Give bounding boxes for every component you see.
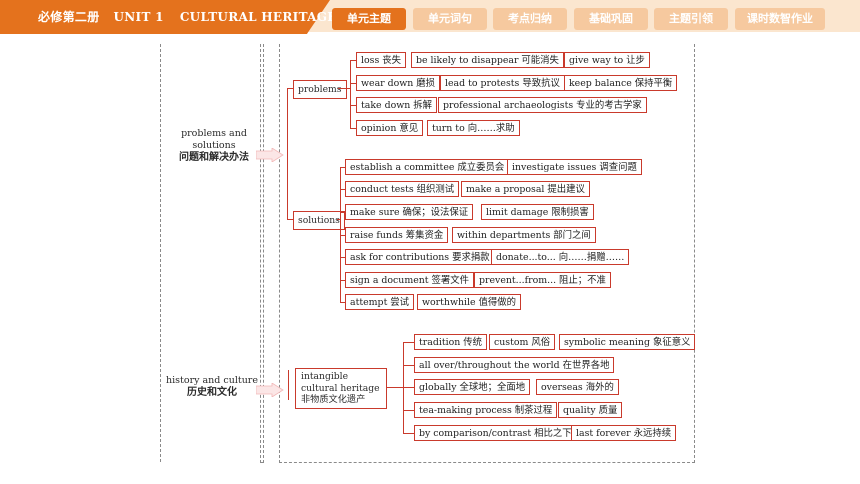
term-box: globally 全球地；全面地 [414, 379, 531, 395]
tree-connector [340, 302, 345, 303]
tab-theme-guide[interactable]: 主题引领 [654, 8, 728, 30]
tree-connector [350, 60, 356, 61]
term-box: lead to protests 导致抗议 [440, 75, 565, 91]
tree-connector [340, 235, 345, 236]
term-box: conduct tests 组织测试 [345, 181, 460, 197]
category-zh: 问题和解决办法 [179, 152, 249, 163]
tree-connector [403, 342, 414, 343]
term-box: opinion 意见 [356, 120, 424, 136]
tree-connector [403, 433, 414, 434]
term-box: quality 质量 [558, 402, 623, 418]
term-box: loss 丧失 [356, 52, 406, 68]
term-box: sign a document 签署文件 [345, 272, 475, 288]
term-box: all over/throughout the world 在世界各地 [414, 357, 615, 373]
group-label-problems: problems [293, 80, 347, 99]
tree-connector [340, 280, 345, 281]
tree-connector [340, 167, 345, 168]
tree-connector [287, 88, 293, 89]
term-box: donate...to... 向……捐赠…… [491, 249, 630, 265]
tree-connector [350, 83, 356, 84]
arrow-right-icon [256, 148, 284, 162]
term-box: overseas 海外的 [536, 379, 619, 395]
header-title: 必修第二册 UNIT 1 CULTURAL HERITAGE [38, 8, 337, 25]
tree-connector [340, 257, 345, 258]
tree-connector [350, 128, 356, 129]
tree-branch [350, 60, 351, 128]
category-zh: 历史和文化 [187, 387, 237, 398]
term-box: make a proposal 提出建议 [461, 181, 590, 197]
category-problems-solutions: problems and solutions 问题和解决办法 [168, 128, 260, 164]
term-box: give way to 让步 [564, 52, 650, 68]
tree-connector [340, 189, 345, 190]
term-box: by comparison/contrast 相比之下 [414, 425, 577, 441]
term-box: take down 拆解 [356, 97, 438, 113]
group-label-zh: 非物质文化遗产 [301, 394, 366, 405]
tree-branch [288, 370, 289, 400]
term-box: symbolic meaning 象征意义 [559, 334, 696, 350]
term-box: professional archaeologists 专业的考古学家 [438, 97, 647, 113]
term-box: turn to 向……求助 [427, 120, 520, 136]
tab-homework[interactable]: 课时数智作业 [735, 8, 825, 30]
tab-unit-words[interactable]: 单元词句 [413, 8, 487, 30]
tree-connector [337, 219, 340, 220]
left-dashed-line [160, 44, 161, 462]
category-history-culture: history and culture 历史和文化 [166, 375, 258, 399]
tree-connector [338, 88, 350, 89]
tree-connector [287, 219, 293, 220]
term-box: within departments 部门之间 [452, 227, 596, 243]
tree-connector [403, 365, 414, 366]
term-box: be likely to disappear 可能消失 [411, 52, 564, 68]
unit-label: UNIT 1 [113, 10, 164, 24]
tree-connector [340, 212, 345, 213]
tree-connector [403, 387, 414, 388]
group-label-solutions: solutions [293, 211, 345, 230]
group-label-intangible-heritage: intangible cultural heritage 非物质文化遗产 [295, 368, 387, 409]
middle-dashed-frame [260, 44, 264, 463]
tab-basic-practice[interactable]: 基础巩固 [574, 8, 648, 30]
term-box: keep balance 保持平衡 [564, 75, 678, 91]
term-box: wear down 磨损 [356, 75, 441, 91]
tree-branch [287, 88, 288, 220]
tree-connector [387, 387, 403, 388]
term-box: tea-making process 制茶过程 [414, 402, 558, 418]
category-en: problems and solutions [181, 128, 247, 151]
group-label-en: intangible cultural heritage [301, 371, 380, 394]
term-box: investigate issues 调查问题 [507, 159, 642, 175]
term-box: custom 风俗 [489, 334, 556, 350]
content-dashed-frame [279, 44, 695, 463]
unit-title: CULTURAL HERITAGE [179, 10, 337, 24]
term-box: last forever 永远持续 [571, 425, 677, 441]
term-box: make sure 确保；设法保证 [345, 204, 474, 220]
category-en: history and culture [166, 375, 258, 386]
tab-key-points[interactable]: 考点归纳 [493, 8, 567, 30]
tree-connector [403, 410, 414, 411]
tree-branch [340, 167, 341, 302]
arrow-right-icon [256, 383, 284, 397]
book-label: 必修第二册 [38, 10, 100, 24]
tree-connector [350, 105, 356, 106]
header-bar: 必修第二册 UNIT 1 CULTURAL HERITAGE 单元主题 单元词句 考… [0, 0, 860, 34]
term-box: ask for contributions 要求捐款 [345, 249, 495, 265]
term-box: tradition 传统 [414, 334, 488, 350]
term-box: attempt 尝试 [345, 294, 415, 310]
term-box: establish a committee 成立委员会 [345, 159, 510, 175]
term-box: limit damage 限制损害 [481, 204, 594, 220]
header-title-banner [0, 0, 330, 34]
tab-unit-theme[interactable]: 单元主题 [332, 8, 406, 30]
term-box: prevent...from... 阻止；不准 [474, 272, 611, 288]
term-box: raise funds 筹集资金 [345, 227, 449, 243]
term-box: worthwhile 值得做的 [417, 294, 522, 310]
